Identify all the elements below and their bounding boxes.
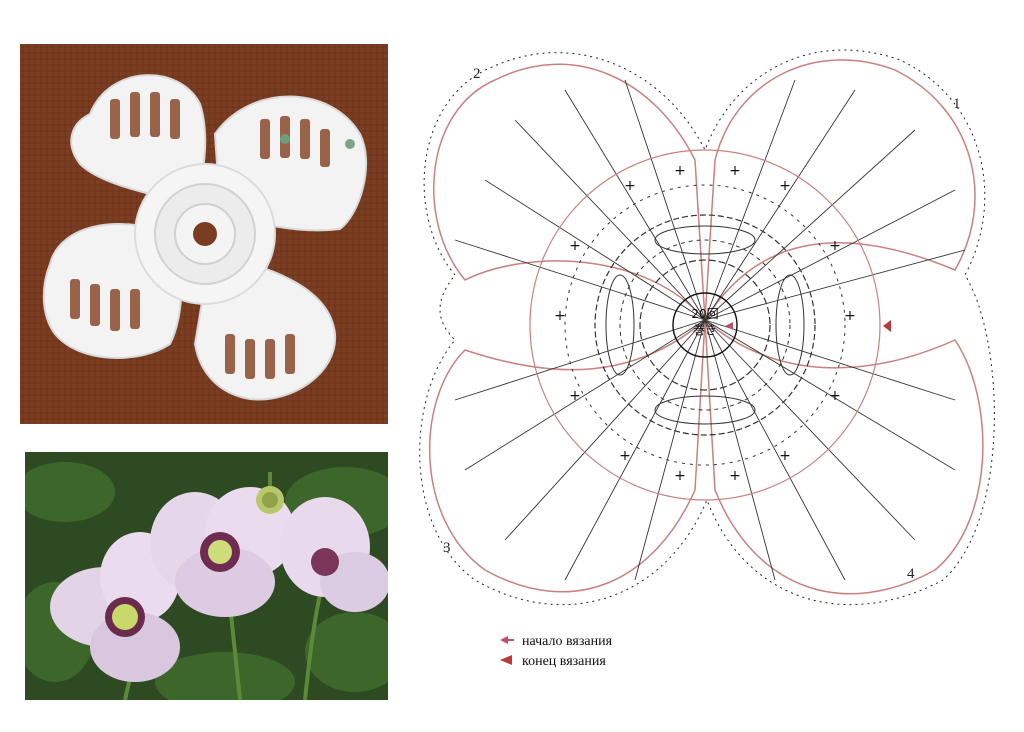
svg-text:+: + bbox=[779, 178, 791, 194]
svg-text:+: + bbox=[829, 388, 841, 404]
svg-text:+: + bbox=[569, 238, 581, 254]
legend-start-label: начало вязания bbox=[522, 634, 613, 649]
crochet-diagram: + + + + + + + + + + + + + + 20回 巻き 1 2 3 4 bbox=[395, 20, 1015, 630]
svg-text:+: + bbox=[674, 163, 686, 179]
center-label-top: 20回 bbox=[691, 307, 718, 321]
svg-text:+: + bbox=[569, 388, 581, 404]
svg-text:+: + bbox=[554, 308, 566, 324]
petal-outline bbox=[428, 59, 984, 595]
petal-number-4: 4 bbox=[907, 566, 915, 582]
start-arrow-icon bbox=[500, 634, 522, 650]
single-crochet-marks: + + + + + + + + + + + + + + bbox=[554, 163, 856, 484]
crochet-flower-image bbox=[20, 44, 388, 424]
start-marker bbox=[725, 322, 733, 330]
crochet-flower-photo bbox=[20, 44, 388, 424]
end-triangle-icon bbox=[500, 654, 522, 670]
radial-stitches bbox=[454, 79, 966, 581]
chain-loops bbox=[605, 225, 805, 425]
legend-end: конец вязания bbox=[500, 652, 612, 672]
legend-end-label: конец вязания bbox=[522, 654, 606, 669]
petal-number-2: 2 bbox=[473, 66, 481, 82]
legend: начало вязания конец вязания bbox=[500, 632, 612, 672]
svg-text:+: + bbox=[729, 468, 741, 484]
poppy-flowers-photo bbox=[25, 452, 388, 700]
end-marker bbox=[883, 320, 891, 332]
legend-start: начало вязания bbox=[500, 632, 612, 652]
stitch-edge bbox=[419, 49, 995, 606]
center-label-bottom: 巻き bbox=[693, 323, 717, 337]
svg-text:+: + bbox=[829, 238, 841, 254]
svg-text:+: + bbox=[844, 308, 856, 324]
svg-text:+: + bbox=[619, 448, 631, 464]
crochet-chart: + + + + + + + + + + + + + + 20回 巻き 1 2 3 4 bbox=[419, 49, 995, 606]
center-rings bbox=[529, 149, 881, 501]
petal-number-3: 3 bbox=[443, 540, 451, 556]
svg-text:+: + bbox=[779, 448, 791, 464]
svg-text:+: + bbox=[674, 468, 686, 484]
petal-number-1: 1 bbox=[953, 96, 961, 112]
poppy-image bbox=[25, 452, 388, 700]
svg-text:+: + bbox=[729, 163, 741, 179]
svg-text:+: + bbox=[624, 178, 636, 194]
